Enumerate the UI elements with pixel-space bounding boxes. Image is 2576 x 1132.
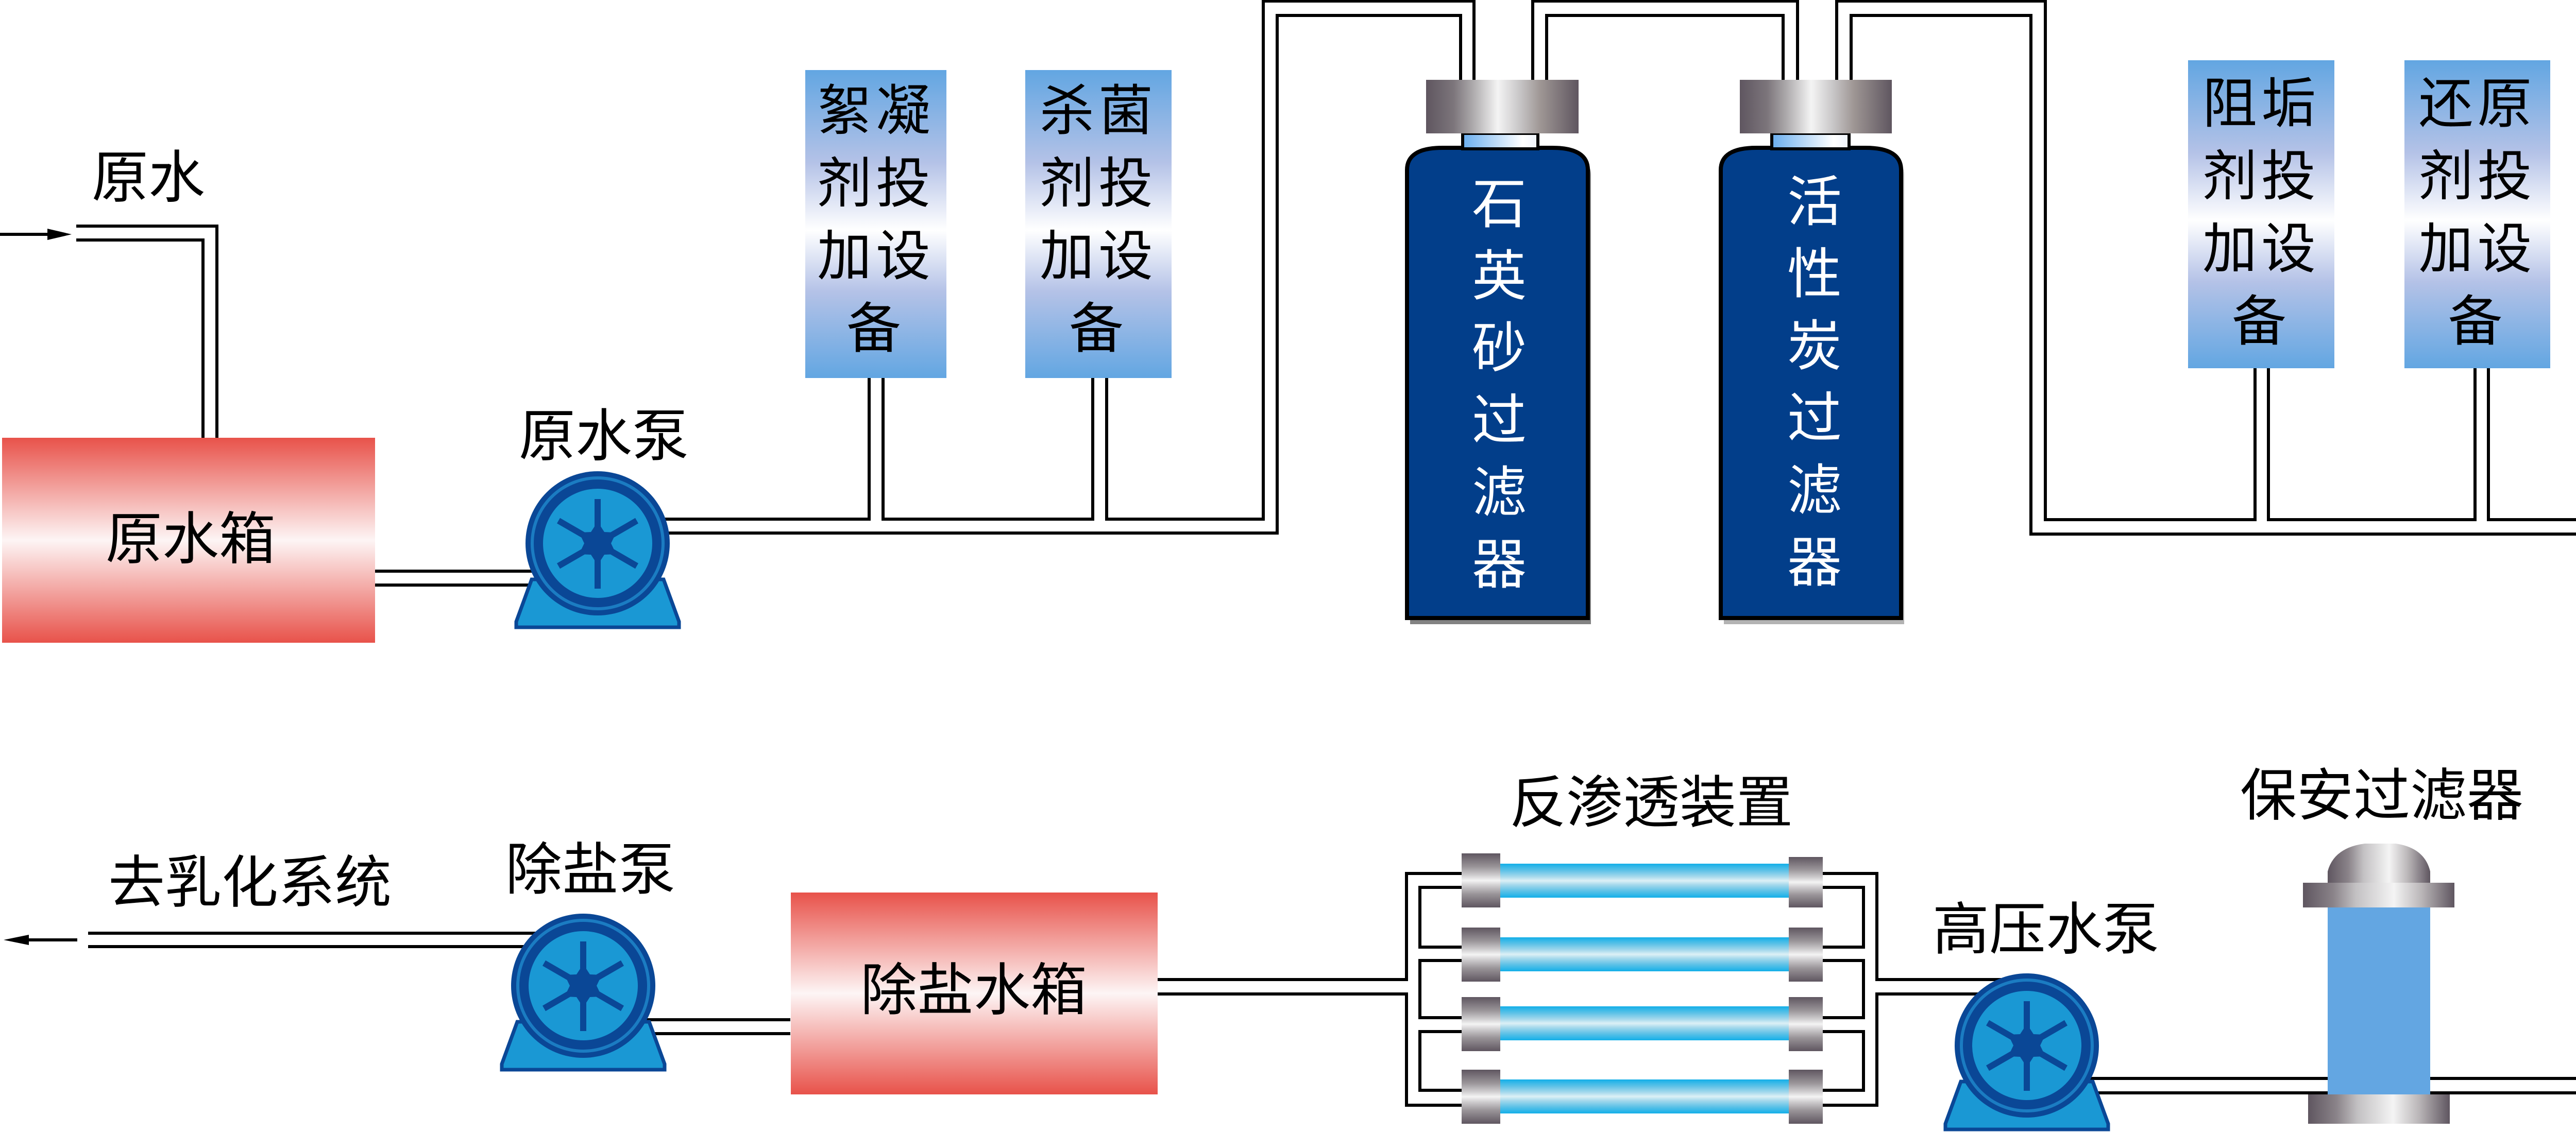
filter-neck	[1461, 132, 1539, 150]
activated-carbon-filter	[1719, 80, 1904, 624]
desalted-tank-label: 除盐水箱	[860, 957, 1087, 1023]
pipe-filter1-to-filter2	[1531, 0, 1799, 80]
ro-unit-label: 反渗透装置	[1510, 770, 1793, 836]
cartridge-filter-label: 保安过滤器	[2240, 763, 2523, 829]
dosing-label-line: 剂投	[2418, 145, 2536, 208]
ro-vessel	[1462, 997, 1823, 1051]
raw-water-tank-label: 原水箱	[106, 506, 276, 572]
ro-end-cap-left	[1462, 1070, 1500, 1124]
pipe-desalted-pump-outlet	[88, 932, 551, 948]
ro-unit	[1462, 853, 1823, 1124]
cartridge-bottom-flange	[2308, 1094, 2450, 1124]
ro-end-cap-right	[1789, 857, 1823, 907]
cartridge-filter	[2303, 844, 2454, 1124]
pipe-tank2-to-desalted-pump	[634, 1018, 790, 1035]
cartridge-dome	[2328, 844, 2430, 884]
dosing-unit-flocculant	[805, 70, 946, 378]
cartridge-top-flange	[2303, 883, 2454, 907]
quartz-sand-filter-label: 石英砂过滤器	[1472, 173, 1527, 596]
dosing-unit-antiscalant-label: 阻垢 剂投 加设 备	[2188, 67, 2334, 358]
dosing-label-line: 还原	[2418, 72, 2536, 135]
filter-neck	[1770, 132, 1851, 150]
pipe-main-lower-wall	[644, 14, 1462, 535]
high-pressure-pump-icon	[1945, 973, 2108, 1129]
dosing-label-line: 剂投	[2202, 145, 2320, 208]
pipe-main-upper-wall	[644, 0, 1476, 521]
ro-end-cap-left	[1462, 853, 1500, 907]
pipe-filter2-to-cartridge-outer	[1835, 0, 2576, 1094]
dosing-unit-biocide	[1025, 70, 1172, 378]
dosing-unit-flocculant-label: 絮凝 剂投 加设 备	[805, 75, 946, 365]
dosing-label-line: 加设	[817, 225, 935, 288]
ro-vessel	[1462, 1070, 1823, 1124]
ro-membrane-tube	[1500, 1006, 1789, 1040]
dosing-unit-reductant	[2404, 60, 2550, 368]
ro-end-cap-right	[1789, 928, 1823, 982]
filter-cap	[1740, 80, 1892, 133]
dosing-label-line: 阻垢	[2202, 72, 2320, 135]
pipe-ro-right-manifold	[1823, 886, 1865, 1092]
high-pressure-pump-label: 高压水泵	[1933, 897, 2159, 963]
ro-membrane-tube	[1500, 937, 1789, 971]
dosing-unit-antiscalant	[2188, 60, 2334, 368]
dosing-label-line: 杀菌	[1040, 79, 1157, 143]
dosing-label-line: 加设	[1040, 225, 1157, 288]
dosing-label-line: 备	[2448, 290, 2507, 353]
filter-cap	[1426, 80, 1579, 133]
desalted-pump-label: 除盐泵	[505, 837, 675, 903]
outlet-label: 去乳化系统	[108, 850, 392, 916]
dosing-label-line: 加设	[2418, 217, 2536, 281]
ro-end-cap-right	[1789, 997, 1823, 1051]
ro-membrane-tube	[1500, 864, 1789, 898]
dosing-label-line: 备	[2232, 290, 2291, 353]
raw-water-pump-label: 原水泵	[519, 403, 689, 469]
ro-membrane-tube	[1500, 1079, 1789, 1113]
desalted-pump-icon	[502, 914, 665, 1070]
dosing-label-line: 剂投	[817, 152, 935, 215]
pipe-hp-pump-to-ro	[1823, 872, 2025, 1107]
cartridge-body	[2328, 907, 2430, 1094]
ro-end-cap-left	[1462, 997, 1500, 1051]
dosing-label-line: 剂投	[1040, 152, 1157, 215]
raw-water-pump-icon	[516, 471, 679, 627]
ro-vessel	[1462, 853, 1823, 907]
raw-water-tank	[2, 438, 375, 643]
dosing-label-line: 絮凝	[817, 79, 935, 143]
dosing-label-line: 加设	[2202, 217, 2320, 281]
outlet-arrow-icon	[4, 935, 77, 945]
pipe-raw-water-inlet	[76, 225, 218, 438]
ro-end-cap-left	[1462, 928, 1500, 982]
pipes	[76, 0, 2576, 1107]
pipe-ro-left-manifold	[1158, 872, 1462, 1107]
pipe-filter2-to-cartridge-inner	[1850, 14, 2576, 1080]
dosing-label-line: 备	[1069, 297, 1128, 361]
inlet-arrow-icon	[0, 229, 72, 240]
activated-carbon-filter-label: 活性炭过滤器	[1787, 170, 1842, 594]
quartz-sand-filter	[1405, 80, 1591, 624]
pipe-cartridge-to-hp-pump	[2061, 1077, 2329, 1094]
dosing-unit-reductant-label: 还原 剂投 加设 备	[2404, 67, 2550, 358]
dosing-unit-biocide-label: 杀菌 剂投 加设 备	[1025, 75, 1172, 365]
ro-vessel	[1462, 928, 1823, 982]
pipe-tank-to-raw-pump	[375, 570, 551, 587]
desalted-water-tank	[791, 893, 1158, 1094]
raw-water-inlet-label: 原水	[92, 145, 205, 211]
filter-body	[1405, 146, 1590, 620]
dosing-label-line: 备	[846, 297, 905, 361]
filter-body	[1719, 146, 1903, 620]
ro-end-cap-right	[1789, 1070, 1823, 1124]
